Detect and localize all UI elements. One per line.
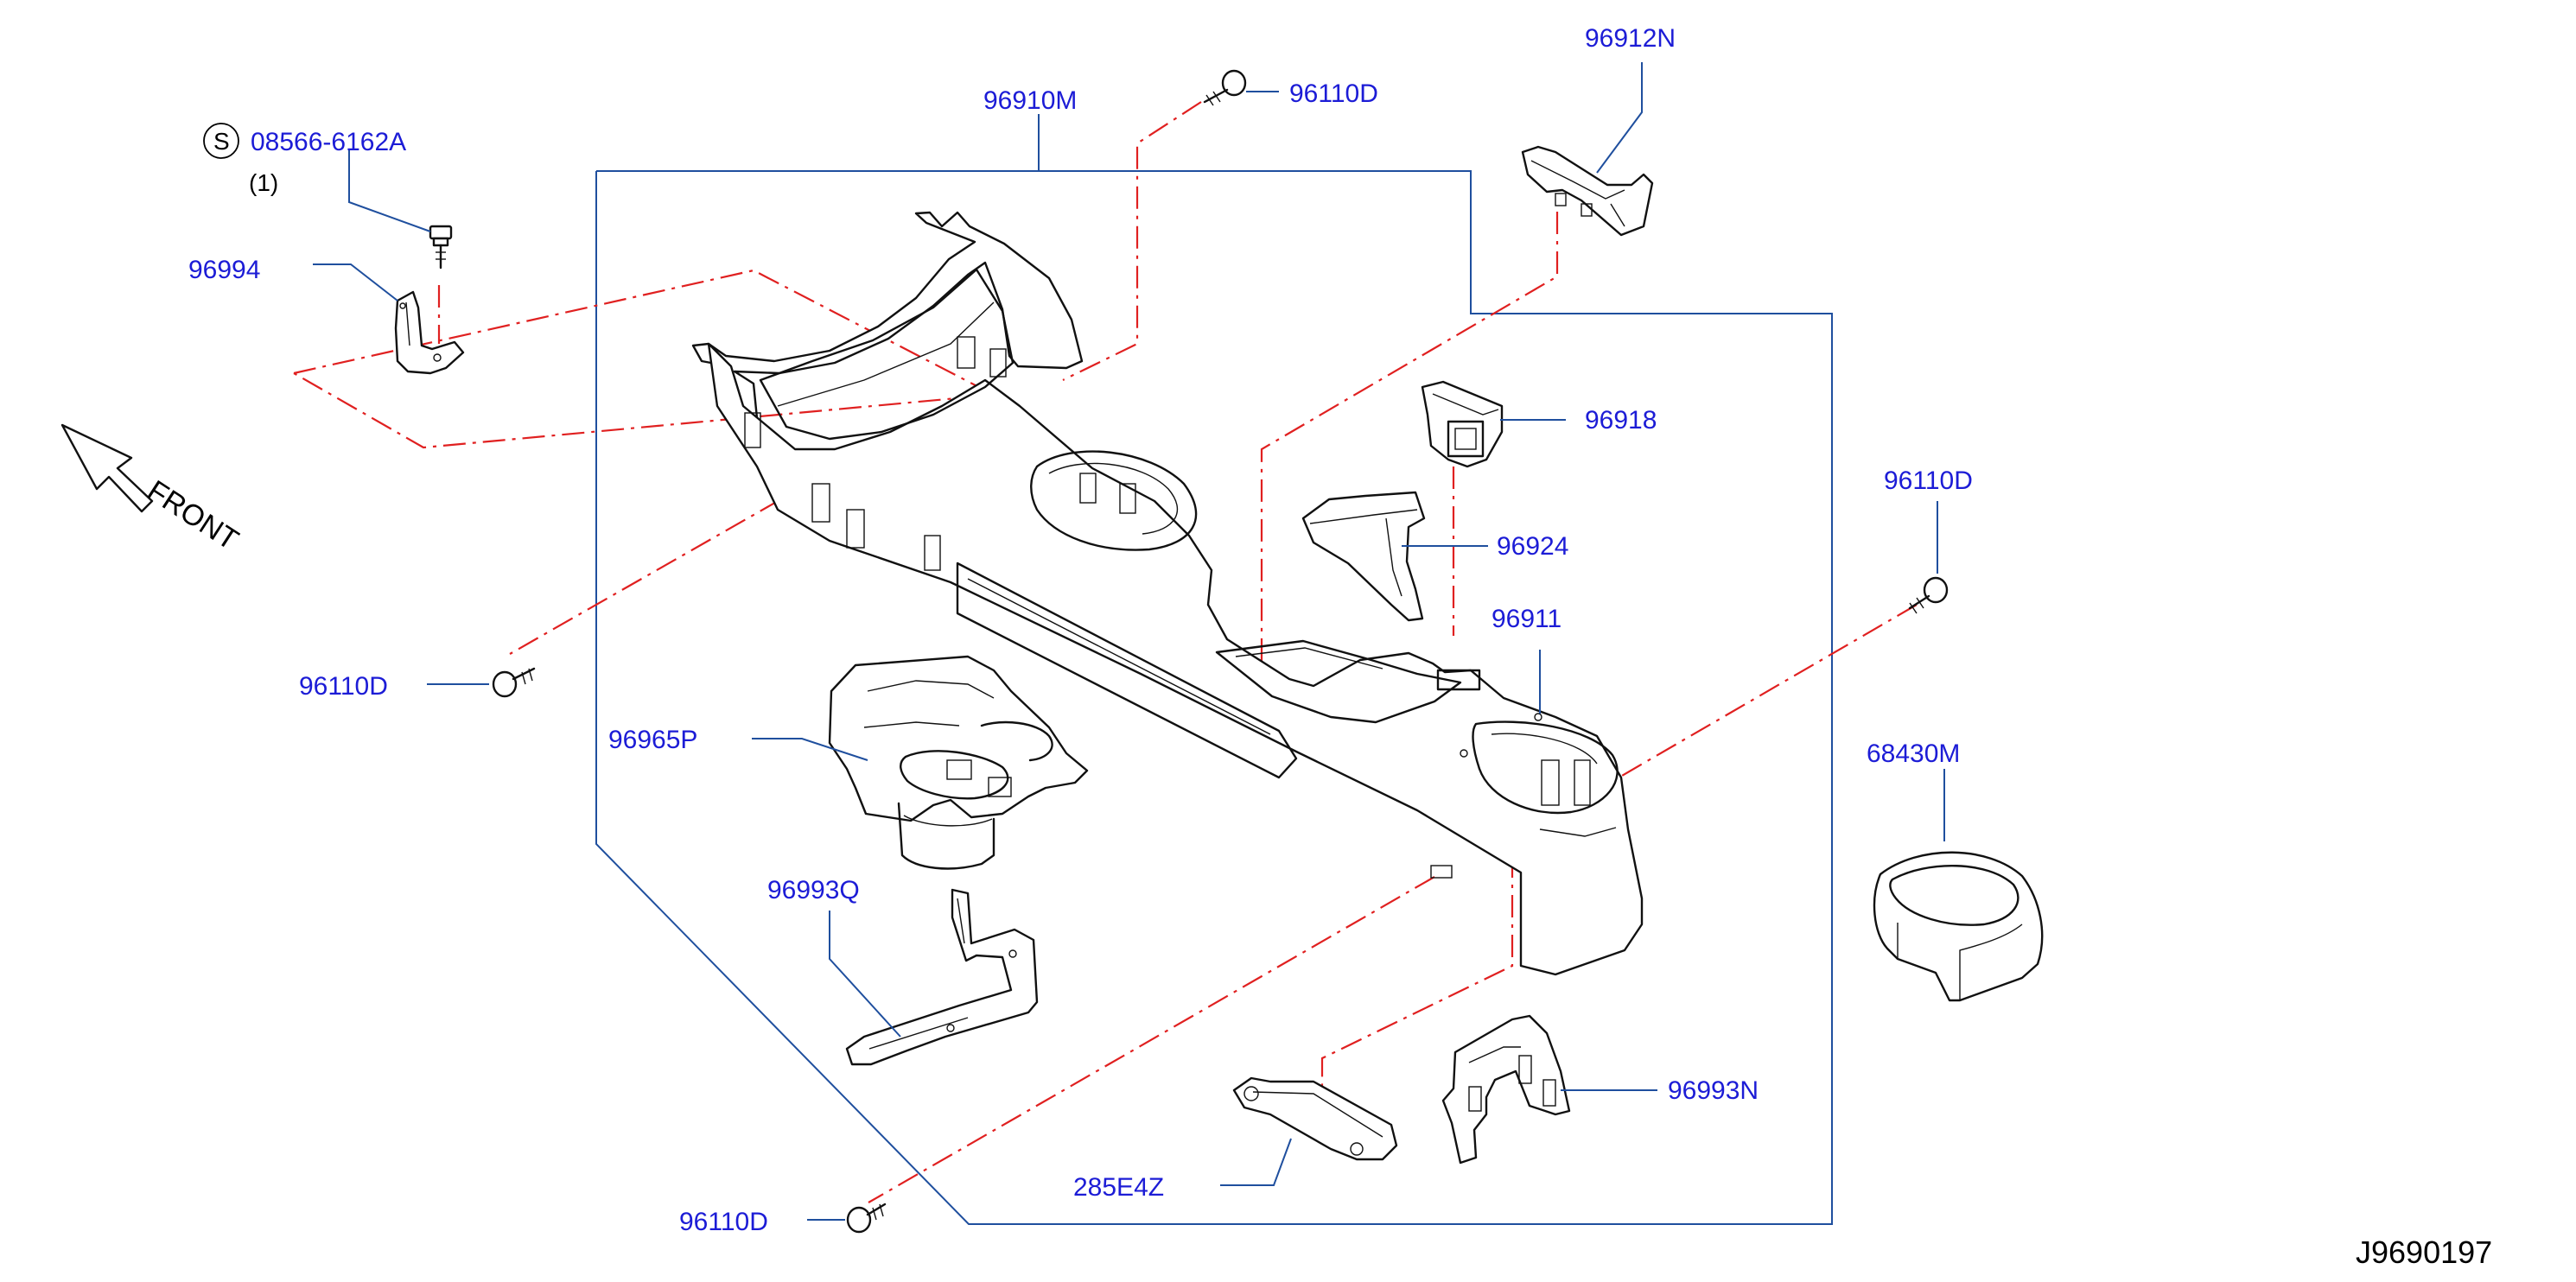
s-symbol-circle xyxy=(203,123,239,159)
storage-pocket-part[interactable] xyxy=(1301,491,1426,622)
front-direction-label: FRONT xyxy=(142,474,245,557)
label-96110D-bottom[interactable]: 96110D xyxy=(679,1208,768,1236)
console-lid-part[interactable] xyxy=(1521,145,1654,237)
cup-holder-insert-part[interactable] xyxy=(828,655,1089,870)
label-96993N[interactable]: 96993N xyxy=(1668,1076,1759,1105)
label-96993Q[interactable]: 96993Q xyxy=(767,876,860,904)
label-96110D-top[interactable]: 96110D xyxy=(1289,79,1378,108)
clip-right-part[interactable] xyxy=(1908,576,1949,614)
clip-left-part[interactable] xyxy=(492,667,536,698)
s-symbol: S xyxy=(213,128,230,155)
label-96924[interactable]: 96924 xyxy=(1497,532,1568,561)
label-68430M[interactable]: 68430M xyxy=(1867,739,1960,768)
center-console-part[interactable] xyxy=(691,211,1644,976)
bracket-small-part[interactable] xyxy=(394,290,465,375)
label-96110D-left[interactable]: 96110D xyxy=(299,672,388,701)
clip-top-part[interactable] xyxy=(1203,69,1247,106)
label-96912N[interactable]: 96912N xyxy=(1585,24,1676,53)
label-285E4Z[interactable]: 285E4Z xyxy=(1073,1173,1164,1202)
bracket-right-part[interactable] xyxy=(1441,1014,1571,1165)
label-96965P[interactable]: 96965P xyxy=(608,726,697,754)
switch-holder-part[interactable] xyxy=(1421,380,1504,468)
label-96994[interactable]: 96994 xyxy=(188,256,260,284)
clip-bottom-part[interactable] xyxy=(846,1203,887,1234)
quantity-note: (1) xyxy=(249,169,278,196)
assembly-boundary xyxy=(595,170,1833,1225)
diagram-code: J9690197 xyxy=(2356,1234,2492,1270)
label-96110D-right[interactable]: 96110D xyxy=(1884,466,1973,495)
label-08566-6162A[interactable]: 08566-6162A xyxy=(251,128,406,156)
leader-lines xyxy=(313,62,1945,1221)
label-96910M[interactable]: 96910M xyxy=(983,86,1077,115)
screw-08566-part[interactable] xyxy=(429,225,453,270)
front-direction-arrow xyxy=(60,423,154,513)
label-96918[interactable]: 96918 xyxy=(1585,406,1657,435)
bracket-left-part[interactable] xyxy=(845,888,1039,1066)
label-96911[interactable]: 96911 xyxy=(1492,605,1562,633)
cup-ring-part[interactable] xyxy=(1873,851,2044,1002)
control-module-part[interactable] xyxy=(1232,1076,1398,1161)
